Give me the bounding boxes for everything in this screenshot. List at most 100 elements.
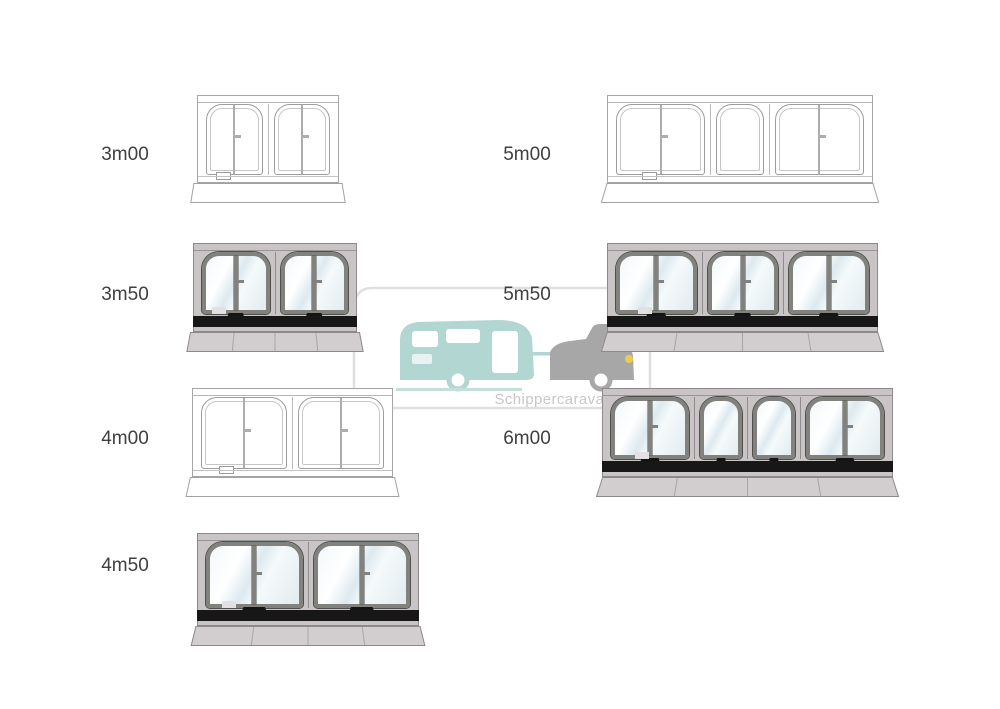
awning-top-rail bbox=[198, 540, 418, 541]
size-label-3m00: 3m00 bbox=[101, 144, 149, 165]
awning-5m00 bbox=[600, 95, 880, 203]
window-row bbox=[606, 397, 889, 459]
window-row bbox=[196, 397, 389, 469]
window-mullion bbox=[826, 256, 837, 310]
awning-body bbox=[193, 243, 357, 332]
size-label-4m00: 4m00 bbox=[101, 428, 149, 449]
window-cell bbox=[768, 104, 869, 175]
awning-skirt bbox=[186, 332, 364, 352]
awning-window bbox=[273, 104, 330, 175]
awning-3m50 bbox=[186, 243, 364, 352]
awning-body bbox=[607, 95, 873, 183]
window-cell bbox=[292, 397, 389, 469]
awning-window bbox=[616, 252, 697, 314]
awning-skirt bbox=[600, 183, 880, 203]
window-cell bbox=[196, 397, 292, 469]
awning-skirt bbox=[595, 477, 900, 497]
awning-body bbox=[602, 388, 893, 477]
awning-window bbox=[280, 252, 348, 314]
window-cell bbox=[710, 104, 769, 175]
window-mullion bbox=[300, 105, 309, 174]
window-cell bbox=[799, 397, 889, 459]
awning-window bbox=[774, 104, 864, 175]
window-cell bbox=[197, 252, 275, 314]
window-row bbox=[611, 104, 869, 175]
awning-window bbox=[202, 252, 270, 314]
window-mullion bbox=[252, 546, 263, 604]
window-cell bbox=[307, 542, 416, 608]
awning-window bbox=[611, 397, 690, 459]
awning-top-rail bbox=[198, 102, 338, 103]
awning-window bbox=[707, 252, 778, 314]
size-label-6m00: 6m00 bbox=[503, 428, 551, 449]
window-cell bbox=[782, 252, 875, 314]
window-cell bbox=[267, 104, 336, 175]
awning-window bbox=[616, 104, 706, 175]
awning-window bbox=[313, 542, 410, 608]
awning-top-rail bbox=[194, 250, 356, 251]
awning-window bbox=[700, 397, 742, 459]
size-label-4m50: 4m50 bbox=[101, 555, 149, 576]
awning-window bbox=[788, 252, 869, 314]
awning-body bbox=[192, 388, 393, 477]
window-mullion bbox=[340, 398, 348, 468]
awning-window bbox=[206, 542, 303, 608]
awning-6m00 bbox=[595, 388, 900, 497]
awning-top-rail bbox=[193, 395, 392, 396]
awning-stripe bbox=[193, 316, 357, 327]
window-mullion bbox=[842, 401, 853, 455]
awning-window bbox=[753, 397, 795, 459]
window-cell bbox=[701, 252, 783, 314]
window-cell bbox=[201, 542, 308, 608]
awning-window bbox=[206, 104, 263, 175]
caravan-icon bbox=[396, 320, 552, 392]
window-row bbox=[201, 104, 335, 175]
window-mullion bbox=[243, 398, 251, 468]
window-cell bbox=[606, 397, 694, 459]
awning-stripe bbox=[602, 461, 893, 472]
window-cell bbox=[611, 104, 710, 175]
awning-skirt bbox=[190, 626, 426, 646]
awning-body bbox=[197, 533, 419, 626]
awning-4m50 bbox=[190, 533, 426, 646]
awning-3m00 bbox=[190, 95, 346, 203]
awning-window bbox=[201, 397, 287, 469]
brand-badge bbox=[642, 172, 658, 180]
brand-badge bbox=[218, 466, 234, 474]
window-row bbox=[197, 252, 353, 314]
awning-window bbox=[805, 397, 884, 459]
awning-top-rail bbox=[608, 102, 872, 103]
window-cell bbox=[747, 397, 800, 459]
size-label-5m00: 5m00 bbox=[503, 144, 551, 165]
window-mullion bbox=[818, 105, 827, 174]
window-mullion bbox=[359, 546, 370, 604]
awning-body bbox=[197, 95, 339, 183]
awning-5m50 bbox=[600, 243, 885, 352]
awning-window bbox=[716, 104, 764, 175]
size-label-3m50: 3m50 bbox=[101, 284, 149, 305]
window-cell bbox=[611, 252, 702, 314]
window-mullion bbox=[654, 256, 665, 310]
awning-stripe bbox=[607, 316, 878, 327]
awning-stripe bbox=[197, 610, 419, 621]
headlight-dot bbox=[625, 355, 633, 363]
window-cell bbox=[274, 252, 354, 314]
window-row bbox=[611, 252, 874, 314]
watermark-text: Schippercaravans.nl bbox=[494, 391, 638, 408]
size-label-5m50: 5m50 bbox=[503, 284, 551, 305]
window-mullion bbox=[233, 105, 242, 174]
awning-top-rail bbox=[608, 250, 877, 251]
brand-badge bbox=[637, 307, 652, 314]
brand-badge bbox=[222, 601, 237, 608]
window-mullion bbox=[233, 256, 244, 310]
brand-badge bbox=[216, 172, 232, 180]
awning-skirt bbox=[190, 183, 346, 203]
awning-top-rail bbox=[603, 395, 892, 396]
window-row bbox=[201, 542, 415, 608]
awning-4m00 bbox=[185, 388, 400, 497]
brand-badge bbox=[211, 307, 226, 314]
awning-skirt bbox=[600, 332, 885, 352]
window-mullion bbox=[312, 256, 323, 310]
awning-window bbox=[298, 397, 384, 469]
